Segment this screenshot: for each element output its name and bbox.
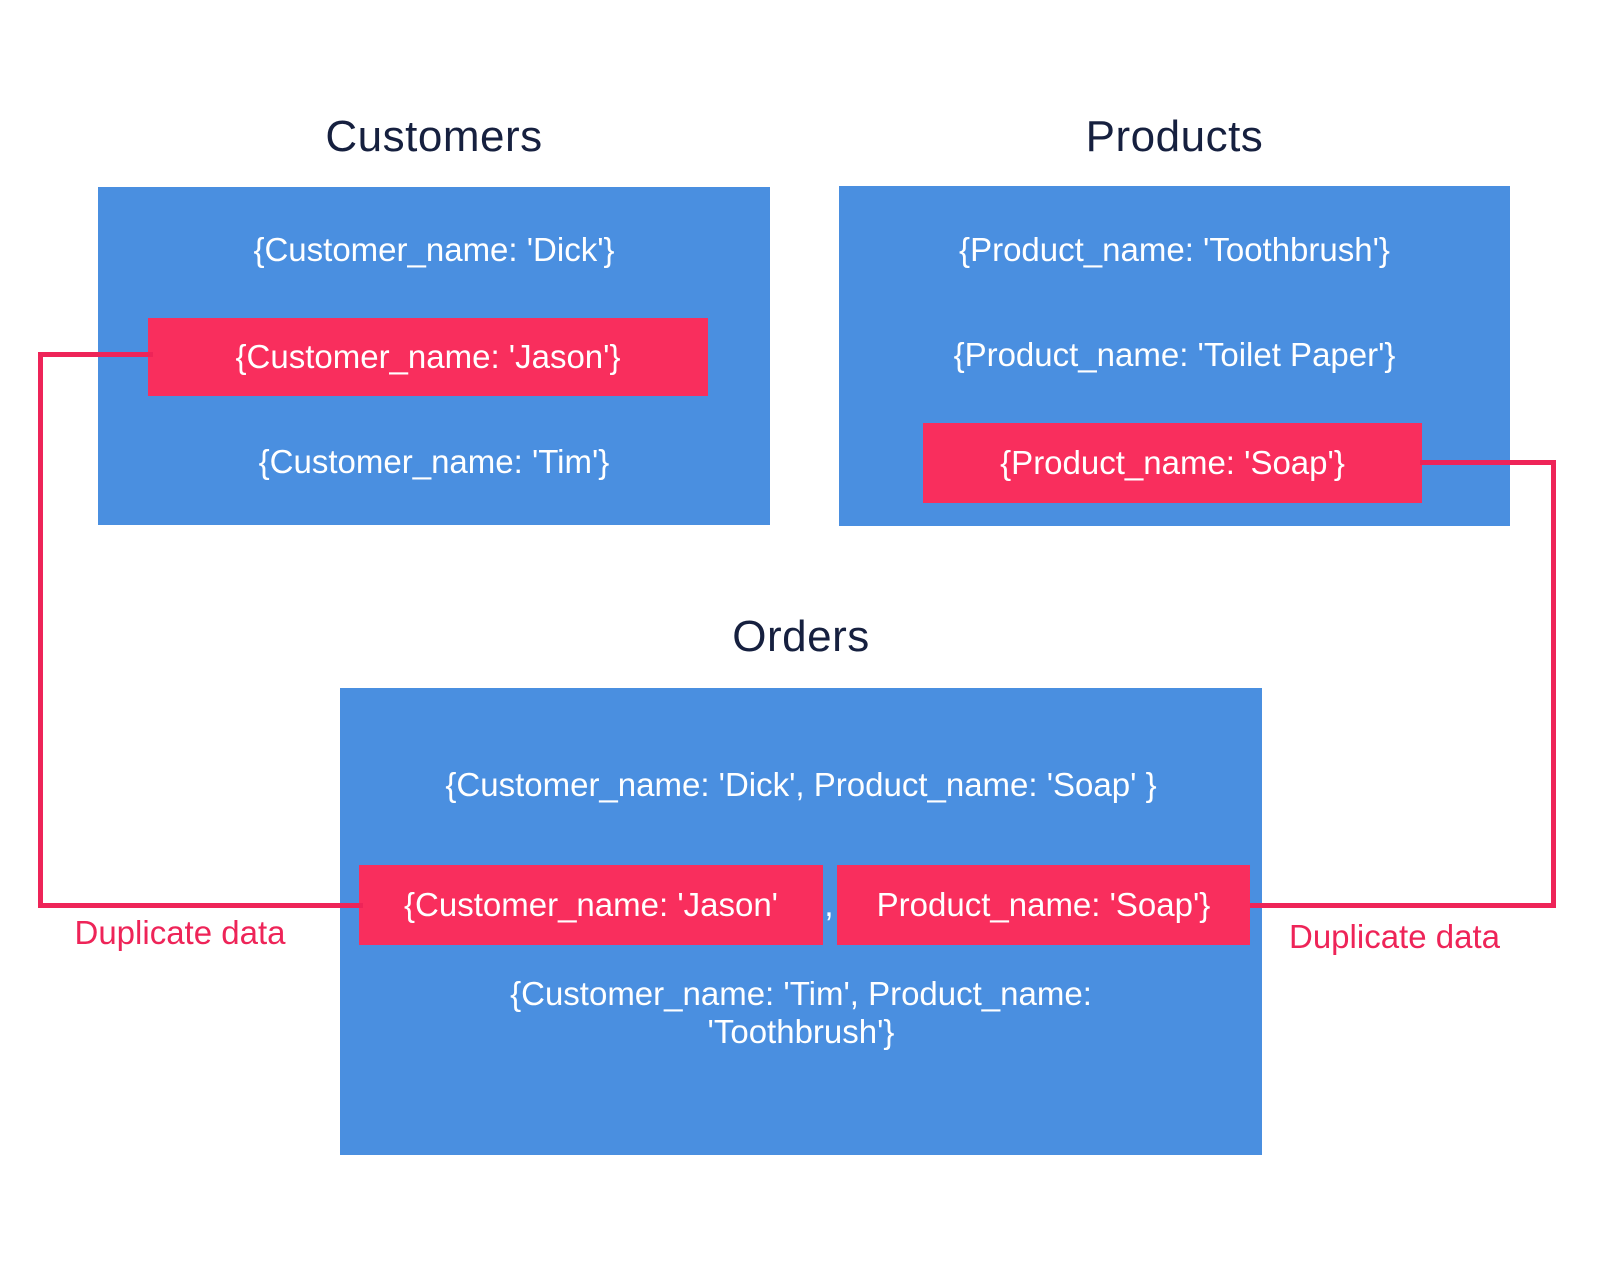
product-record-toilet-paper: {Product_name: 'Toilet Paper'} <box>953 336 1396 373</box>
order-record-dick-soap: {Customer_name: 'Dick', Product_name: 'S… <box>445 766 1157 803</box>
order-soap-highlight: Product_name: 'Soap'} <box>837 865 1250 945</box>
order-jason-highlight: {Customer_name: 'Jason' <box>359 865 823 945</box>
left-connector-top-segment <box>38 352 153 357</box>
orders-table-title: Orders <box>732 612 870 661</box>
order-tim-line-2: 'Toothbrush'} <box>707 1013 895 1050</box>
left-connector-bottom-segment <box>38 903 363 908</box>
right-duplicate-data-label: Duplicate data <box>1289 918 1500 955</box>
customer-record-dick: {Customer_name: 'Dick'} <box>253 231 615 268</box>
customers-table-title: Customers <box>325 112 543 161</box>
order-record-jason-soap: {Customer_name: 'Jason' , Product_name: … <box>340 865 1262 945</box>
right-connector-bottom-segment <box>1250 903 1556 908</box>
product-record-toothbrush: {Product_name: 'Toothbrush'} <box>959 231 1390 268</box>
order-record-comma: , <box>824 886 834 923</box>
right-connector-vertical-segment <box>1551 460 1556 908</box>
products-table: {Product_name: 'Toothbrush'} {Product_na… <box>839 186 1510 526</box>
orders-table: {Customer_name: 'Dick', Product_name: 'S… <box>340 688 1262 1155</box>
order-tim-line-1: {Customer_name: 'Tim', Product_name: <box>510 975 1092 1012</box>
order-record-tim-toothbrush: {Customer_name: 'Tim', Product_name: 'To… <box>340 975 1262 1051</box>
customer-record-tim: {Customer_name: 'Tim'} <box>258 443 610 480</box>
left-connector-vertical-segment <box>38 352 43 908</box>
products-table-title: Products <box>1085 112 1264 161</box>
left-duplicate-data-label: Duplicate data <box>74 914 286 951</box>
right-connector-top-segment <box>1420 460 1556 465</box>
customer-record-jason-highlight: {Customer_name: 'Jason'} <box>148 318 708 396</box>
product-record-soap-highlight: {Product_name: 'Soap'} <box>923 423 1422 503</box>
customers-table: {Customer_name: 'Dick'} {Customer_name: … <box>98 187 770 525</box>
